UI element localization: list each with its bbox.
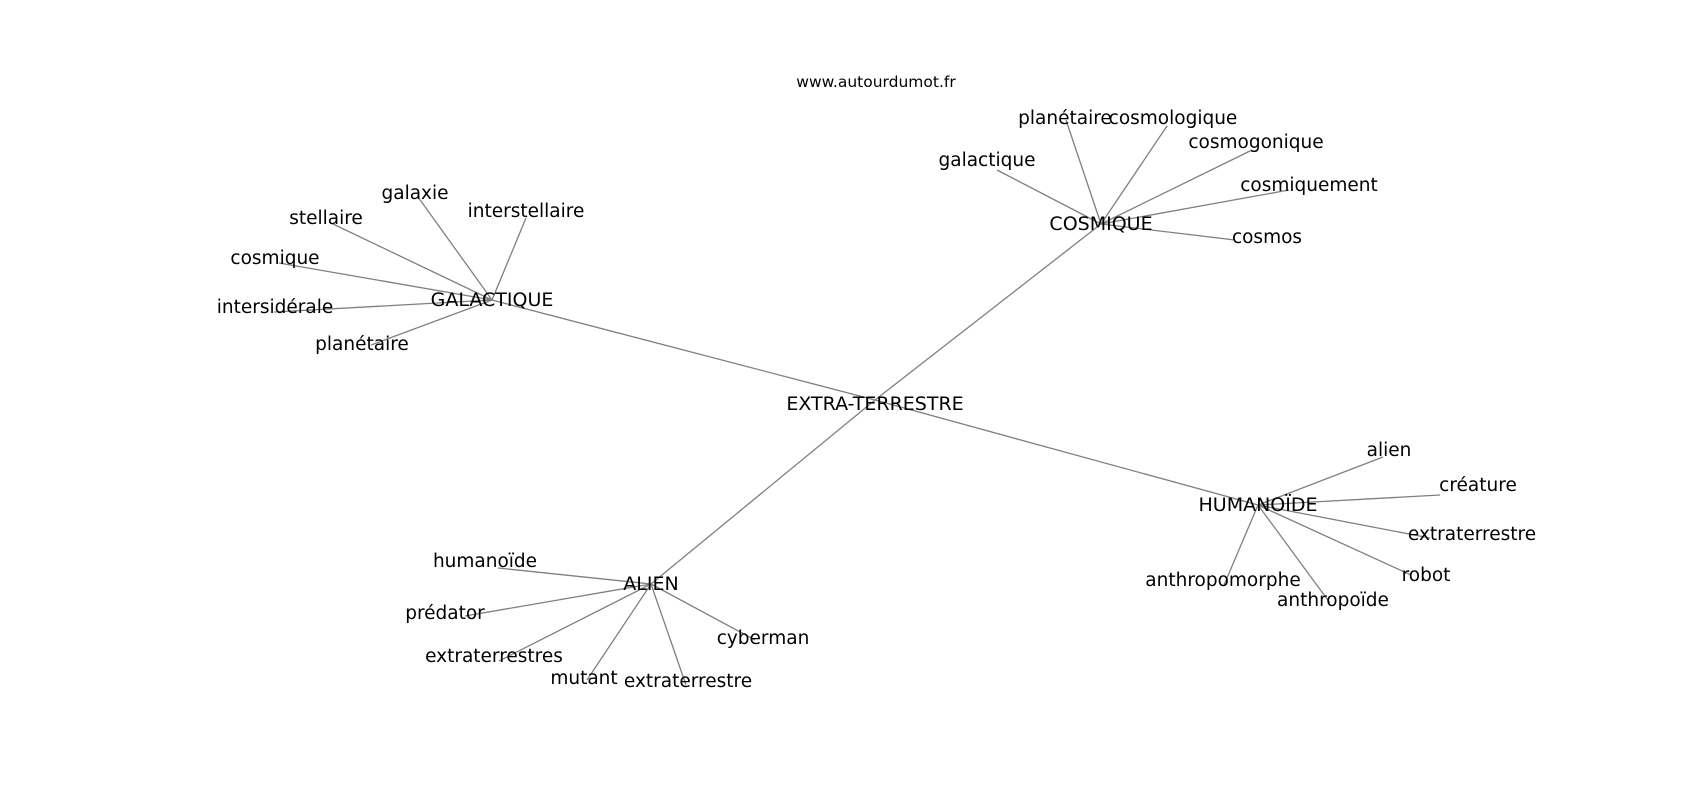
leaf-label: intersidérale [217, 297, 333, 318]
hub-label: ALIEN [623, 573, 678, 595]
edge-hub-leaf [586, 583, 652, 681]
edge-hub-leaf [1100, 189, 1290, 225]
edge-hub-leaf [278, 262, 493, 301]
edge-hub-leaf [1100, 125, 1168, 225]
leaf-label: interstellaire [468, 201, 585, 222]
edge-hub-leaf [1100, 223, 1236, 241]
leaf-label: cosmiquement [1240, 175, 1378, 196]
edge-hub-leaf [332, 223, 493, 301]
leaf-label: cosmologique [1109, 108, 1238, 129]
hub-label: COSMIQUE [1049, 213, 1152, 235]
leaf-label: créature [1439, 475, 1517, 496]
leaf-label: extraterrestres [425, 646, 563, 667]
edge-hub-leaf [1065, 119, 1102, 225]
edge-hub-leaf [497, 567, 652, 585]
edge-hub-leaf [273, 299, 493, 313]
leaf-label: cyberman [717, 628, 810, 649]
edge-hub-leaf [498, 583, 652, 662]
leaf-label: mutant [550, 668, 617, 689]
edge-hub-leaf [370, 299, 493, 346]
leaf-label: galactique [939, 150, 1036, 171]
edge-hub-leaf [1223, 504, 1259, 586]
edge-hub-leaf [650, 583, 756, 641]
edge-hub-leaf [464, 583, 652, 617]
hub-label: GALACTIQUE [431, 289, 554, 311]
leaf-label: planétaire [315, 334, 409, 355]
edge-hub-leaf [1257, 504, 1431, 539]
leaf-label: humanoïde [433, 551, 537, 572]
leaf-label: alien [1367, 440, 1412, 461]
edge-hub-leaf [650, 583, 687, 686]
edges [273, 119, 1441, 686]
leaf-label: extraterrestre [1408, 524, 1536, 545]
leaf-label: anthropomorphe [1145, 570, 1300, 591]
source-watermark: www.autourdumot.fr [796, 73, 956, 91]
edge-root-hub [874, 399, 1259, 506]
edge-root-hub [874, 223, 1102, 401]
leaf-label: extraterrestre [624, 671, 752, 692]
edge-hub-leaf [417, 196, 493, 301]
edge-hub-leaf [1257, 504, 1412, 576]
edge-root-hub [491, 299, 876, 401]
leaf-label: cosmique [230, 248, 319, 269]
leaf-label: cosmogonique [1188, 132, 1323, 153]
edge-root-hub [650, 399, 876, 585]
leaf-label: planétaire [1018, 108, 1112, 129]
leaf-label: galaxie [381, 183, 448, 204]
edge-hub-leaf [491, 217, 527, 301]
leaf-label: anthropoïde [1277, 590, 1389, 611]
hub-label: HUMANOÏDE [1199, 493, 1318, 516]
root-label: EXTRA-TERRESTRE [786, 393, 963, 415]
leaf-label: robot [1402, 565, 1451, 586]
edge-hub-leaf [1257, 456, 1384, 506]
leaf-label: prédator [405, 603, 485, 624]
leaf-label: stellaire [289, 208, 363, 229]
edge-hub-leaf [1100, 149, 1253, 225]
edge-hub-leaf [1257, 494, 1441, 506]
edge-hub-leaf [996, 169, 1102, 225]
edge-hub-leaf [1257, 504, 1331, 604]
labels: planétairecosmologiquecosmogoniquecosmiq… [217, 108, 1536, 692]
leaf-label: cosmos [1232, 227, 1302, 248]
